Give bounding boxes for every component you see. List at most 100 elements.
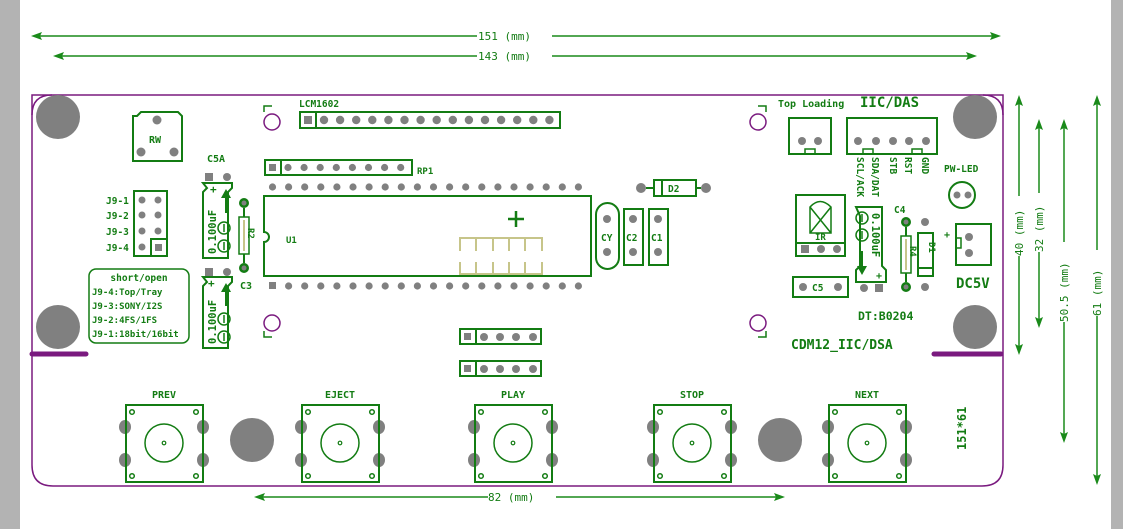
c5-label: C5 (812, 283, 824, 294)
u1-ic: U1 (263, 183, 592, 290)
pin-pad (446, 183, 454, 191)
pin-pad (268, 183, 277, 191)
plus-mark: + (944, 230, 950, 241)
jumper-label: J9-2 (106, 211, 129, 222)
pin-label: SCL/ACK (854, 157, 865, 197)
iic-das-connector: IIC/DAS SCL/ACK SDA/DAT STB RST GND (846, 95, 938, 197)
dimension-label: 151 (mm) (478, 30, 531, 43)
pin-pad (494, 282, 502, 290)
arrow-left-icon (53, 52, 64, 60)
pin-pad (462, 183, 470, 191)
c2-capacitor: C2 (623, 208, 644, 266)
pin-pad (397, 282, 405, 290)
r4-resistor: R4 (900, 217, 917, 292)
fiducial-marker (263, 314, 281, 338)
pin-pad (381, 163, 389, 172)
pin-pad (478, 183, 486, 191)
button-label: PLAY (501, 390, 525, 401)
pin-pad (285, 183, 293, 191)
button-actuator (144, 423, 184, 463)
dimension-label: 143 (mm) (478, 50, 531, 63)
pin-pad (542, 183, 550, 191)
board-outline (29, 94, 1004, 487)
arrow-up-icon (1015, 95, 1023, 106)
pin-pad (494, 183, 502, 191)
left-margin-bar (0, 0, 20, 529)
rw-potentiometer: RW (132, 111, 183, 162)
fiducial-marker (749, 314, 767, 338)
cap-value: 0.100uF (207, 300, 219, 344)
pin-pad (429, 282, 438, 290)
pin-label: GND (919, 157, 930, 174)
c1-label: C1 (651, 233, 663, 244)
dimension-40mm: 40 (mm) (1013, 95, 1026, 355)
pin-pad (348, 163, 356, 172)
c3-capacitor: + 0.100uF C3 (200, 268, 252, 349)
button-actuator (493, 423, 533, 463)
pin-pad (496, 115, 506, 125)
fiducial-marker (749, 105, 767, 131)
rp1-resistor-pack: RP1 (264, 159, 433, 177)
r2-resistor: R2 (238, 198, 255, 273)
pin-pad (416, 115, 425, 125)
jumper-label: J9-1 (106, 196, 129, 207)
dimension-50-5mm: 50.5 (mm) (1058, 119, 1071, 443)
top-loading-connector: Top Loading (778, 98, 844, 155)
mounting-hole (230, 418, 274, 462)
pin-pad (446, 282, 454, 290)
pin-pad (365, 183, 373, 191)
pin-pad (413, 183, 421, 191)
cy-crystal: CY (595, 202, 620, 270)
button-actuator (672, 423, 712, 463)
notes-line: J9-4:Top/Tray (92, 288, 163, 298)
jumper-notes-box: short/open J9-4:Top/Tray J9-3:SONY/I2S J… (88, 268, 190, 344)
button-next: NEXT (822, 390, 912, 483)
button-label: PREV (152, 390, 176, 401)
button-actuator (847, 423, 887, 463)
pw-led-label: PW-LED (944, 164, 979, 175)
pin-pad (432, 115, 441, 125)
pin-pad (510, 183, 518, 191)
pin-pad (317, 183, 325, 191)
plus-mark: + (208, 277, 215, 290)
pin-label: STB (887, 157, 898, 174)
plus-mark-icon (508, 211, 524, 227)
pin-pad (462, 282, 470, 290)
pin-pad (384, 115, 393, 125)
notes-line: J9-1:18bit/16bit (92, 329, 179, 340)
header-5pin-1 (459, 328, 542, 345)
pin-pad (332, 163, 340, 172)
dimension-143mm: 143 (mm) (53, 50, 977, 63)
header-5pin-2 (459, 360, 542, 377)
pin-pad (316, 163, 324, 172)
pin-pad (335, 115, 345, 125)
button-outline (474, 404, 553, 483)
pin-pad (542, 282, 550, 290)
board-name: CDM12_IIC/DSA (791, 338, 893, 353)
date-code: DT:B0204 (858, 309, 913, 323)
mounting-hole (953, 305, 997, 349)
pin-pad (301, 282, 309, 290)
pin-pad (284, 163, 292, 172)
cap-value: 0.100uF (207, 210, 219, 254)
button-outline (653, 404, 732, 483)
j9-jumper-header: J9-1 J9-2 J9-3 J9-4 (106, 190, 168, 257)
arrow-left-icon (31, 32, 42, 40)
pin-pad (300, 163, 308, 172)
notes-title: short/open (110, 273, 167, 284)
u1-label: U1 (286, 236, 297, 246)
c2-label: C2 (626, 233, 637, 244)
pin-pad (413, 282, 421, 290)
pin-pad (349, 282, 357, 290)
pin-pad (400, 115, 409, 125)
dimension-61mm: 61 (mm) (1091, 95, 1104, 485)
c4-label: C4 (894, 205, 906, 216)
top-loading-label: Top Loading (778, 98, 844, 110)
c5a-label: C5A (207, 154, 225, 165)
dimension-label: 50.5 (mm) (1058, 262, 1071, 322)
mounting-hole (953, 95, 997, 139)
c1-capacitor: C1 (648, 208, 669, 266)
c3-label: C3 (240, 281, 252, 292)
c4-capacitor: + 0.100uF C4 (854, 205, 906, 292)
pin-pad (513, 115, 522, 125)
